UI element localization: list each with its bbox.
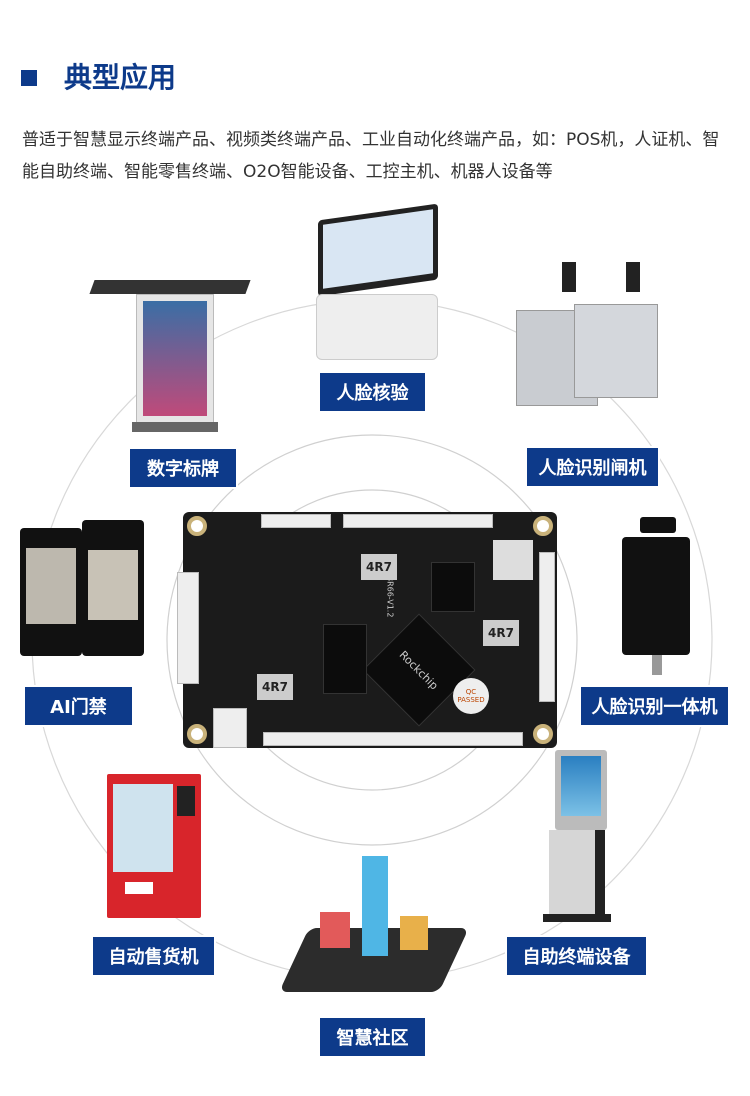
face-recognition-terminal-image <box>622 517 692 675</box>
section-description: 普适于智慧显示终端产品、视频类终端产品、工业自动化终端产品，如：POS机，人证机… <box>22 130 720 182</box>
label-face-gate: 人脸识别闸机 <box>527 448 658 486</box>
access-control-image <box>20 520 144 658</box>
inductor-label: 4R7 <box>483 620 519 646</box>
label-vending-machine: 自动售货机 <box>93 937 214 975</box>
pos-terminal-image <box>316 203 440 362</box>
inductor-label: 4R7 <box>257 674 293 700</box>
board-model: BR66-V1.2 <box>385 575 395 618</box>
label-self-service-kiosk: 自助终端设备 <box>507 937 646 975</box>
self-service-kiosk-image <box>543 750 611 922</box>
smart-community-image <box>279 836 469 1002</box>
digital-signage-image <box>89 270 251 435</box>
soc-brand: Rockchip <box>396 647 442 693</box>
section-title: 典型应用 <box>64 61 177 94</box>
label-face-verification: 人脸核验 <box>320 373 425 411</box>
label-face-terminal: 人脸识别一体机 <box>581 687 728 725</box>
inductor-label: 4R7 <box>361 554 397 580</box>
label-digital-signage: 数字标牌 <box>130 449 236 487</box>
label-smart-community: 智慧社区 <box>320 1018 425 1056</box>
face-gate-image <box>512 262 662 410</box>
label-ai-access-control: AI门禁 <box>25 687 132 725</box>
qc-sticker: QC PASSED <box>453 678 489 714</box>
title-marker <box>21 70 37 86</box>
vending-machine-image <box>107 774 201 918</box>
mainboard-image: Rockchip 4R7 4R7 4R7 QC PASSED BR66-V1.2 <box>177 512 557 748</box>
